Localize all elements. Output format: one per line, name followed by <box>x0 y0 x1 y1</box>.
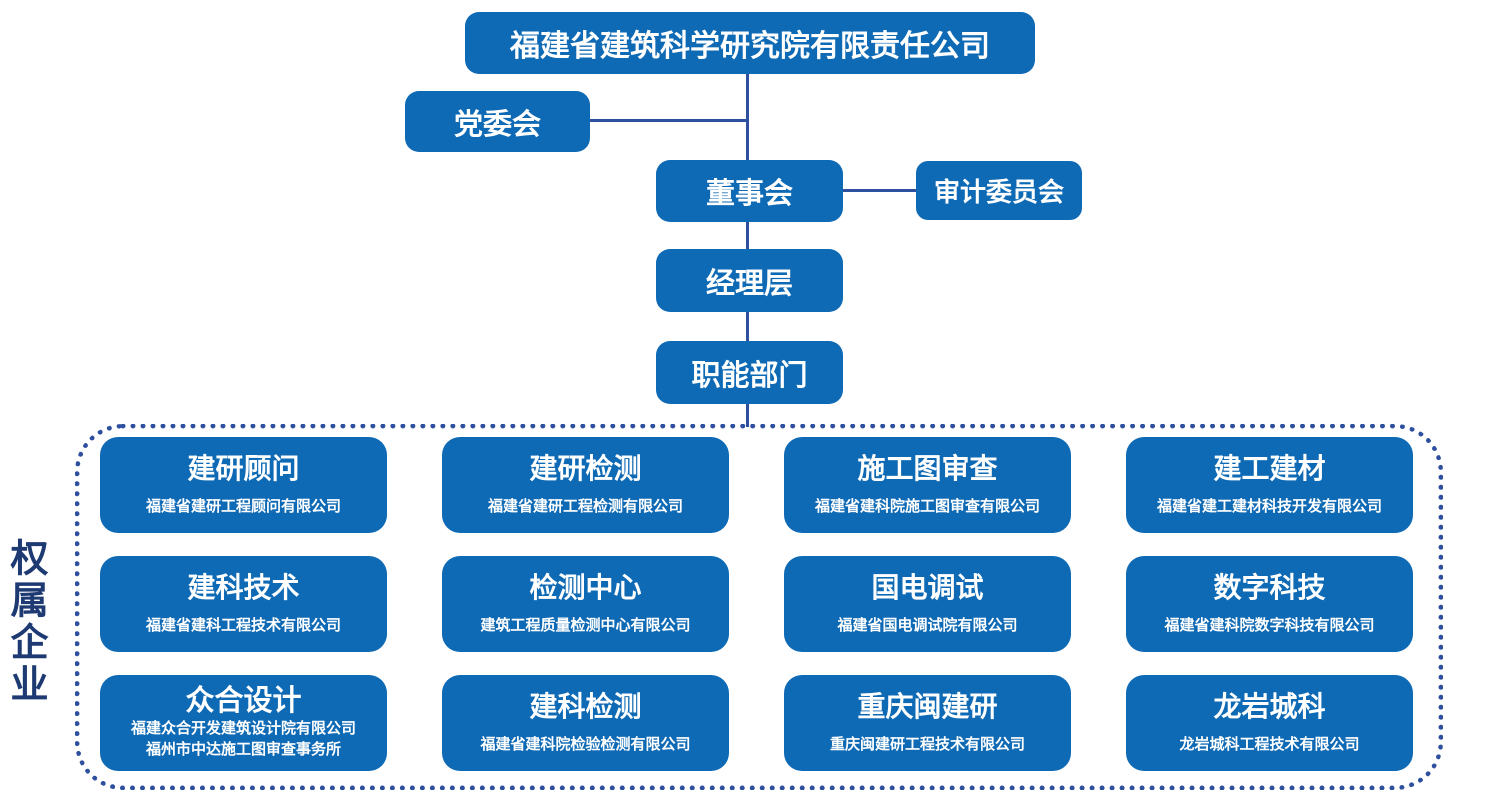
subsidiary-name: 建科检测 <box>529 690 642 722</box>
subsidiary-company: 建筑工程质量检测中心有限公司 <box>480 616 691 634</box>
connector-management-functional <box>746 312 749 341</box>
subsidiary-card-jianke-jishu: 建科技术 福建省建科工程技术有限公司 <box>100 556 387 652</box>
subsidiary-name: 众合设计 <box>185 685 302 718</box>
subsidiary-card-guodian-tiaoshi: 国电调试 福建省国电调试院有限公司 <box>784 556 1071 652</box>
subsidiary-company: 福建省建科工程技术有限公司 <box>145 616 341 634</box>
subsidiary-name: 建科技术 <box>187 571 300 603</box>
subsidiaries-group-label: 权属企业 <box>4 538 46 706</box>
node-party-committee-label: 党委会 <box>453 108 541 141</box>
subsidiaries-grid: 建研顾问 福建省建研工程顾问有限公司 建研检测 福建省建研工程检测有限公司 施工… <box>100 437 1413 771</box>
node-management: 经理层 <box>656 249 843 312</box>
subsidiary-card-zhonghe-sheji: 众合设计 福建众合开发建筑设计院有限公司 福州市中达施工图审查事务所 <box>100 675 387 771</box>
node-functional-departments: 职能部门 <box>656 341 843 404</box>
node-board-label: 董事会 <box>705 178 793 210</box>
subsidiary-company: 福建省建科院数字科技有限公司 <box>1164 616 1375 634</box>
subsidiary-name: 重庆闽建研 <box>857 690 998 722</box>
node-board: 董事会 <box>656 160 843 222</box>
subsidiary-card-jianyan-jiance: 建研检测 福建省建研工程检测有限公司 <box>442 437 729 533</box>
connector-functional-group <box>746 404 749 427</box>
subsidiary-card-longyan-chengke: 龙岩城科 龙岩城科工程技术有限公司 <box>1126 675 1413 771</box>
node-audit-committee-label: 审计委员会 <box>933 177 1064 207</box>
node-functional-departments-label: 职能部门 <box>691 359 808 392</box>
node-root-company: 福建省建筑科学研究院有限责任公司 <box>465 12 1035 74</box>
subsidiary-name: 建研检测 <box>529 452 642 484</box>
subsidiary-name: 施工图审查 <box>857 452 998 484</box>
subsidiary-name: 建工建材 <box>1213 452 1326 484</box>
connector-party-committee <box>590 119 746 122</box>
subsidiary-company: 龙岩城科工程技术有限公司 <box>1179 735 1360 753</box>
subsidiary-company: 福建省建研工程检测有限公司 <box>487 497 683 515</box>
subsidiary-name: 检测中心 <box>529 571 642 603</box>
node-root-company-label: 福建省建筑科学研究院有限责任公司 <box>510 30 990 63</box>
subsidiary-company: 福建省建科院施工图审查有限公司 <box>814 497 1040 515</box>
subsidiary-card-shigongtu-shencha: 施工图审查 福建省建科院施工图审查有限公司 <box>784 437 1071 533</box>
subsidiary-card-jianke-jiance: 建科检测 福建省建科院检验检测有限公司 <box>442 675 729 771</box>
connector-board-management <box>746 222 749 249</box>
subsidiary-card-jiance-zhongxin: 检测中心 建筑工程质量检测中心有限公司 <box>442 556 729 652</box>
subsidiary-card-chongqing-minjianyan: 重庆闽建研 重庆闽建研工程技术有限公司 <box>784 675 1071 771</box>
connector-root-board <box>746 74 749 160</box>
subsidiary-company: 福建众合开发建筑设计院有限公司 <box>130 720 356 738</box>
subsidiary-name: 国电调试 <box>871 571 984 603</box>
subsidiary-company: 福建省建研工程顾问有限公司 <box>145 497 341 515</box>
subsidiary-name: 建研顾问 <box>187 452 300 484</box>
subsidiary-company: 福建省国电调试院有限公司 <box>837 616 1018 634</box>
subsidiary-company: 福建省建工建材科技开发有限公司 <box>1156 497 1382 515</box>
subsidiary-card-shuzi-keji: 数字科技 福建省建科院数字科技有限公司 <box>1126 556 1413 652</box>
subsidiaries-dotted-border <box>75 424 1443 790</box>
connector-audit-committee <box>843 189 916 192</box>
node-audit-committee: 审计委员会 <box>916 161 1082 220</box>
subsidiary-card-jiangong-jiancai: 建工建材 福建省建工建材科技开发有限公司 <box>1126 437 1413 533</box>
subsidiary-company: 福建省建科院检验检测有限公司 <box>480 735 691 753</box>
node-management-label: 经理层 <box>705 267 793 300</box>
subsidiary-card-jianyan-guwen: 建研顾问 福建省建研工程顾问有限公司 <box>100 437 387 533</box>
node-party-committee: 党委会 <box>405 91 590 152</box>
subsidiary-company: 重庆闽建研工程技术有限公司 <box>829 735 1025 753</box>
subsidiary-company: 福州市中达施工图审查事务所 <box>145 740 341 758</box>
subsidiary-name: 龙岩城科 <box>1213 690 1326 722</box>
subsidiary-name: 数字科技 <box>1213 571 1326 603</box>
